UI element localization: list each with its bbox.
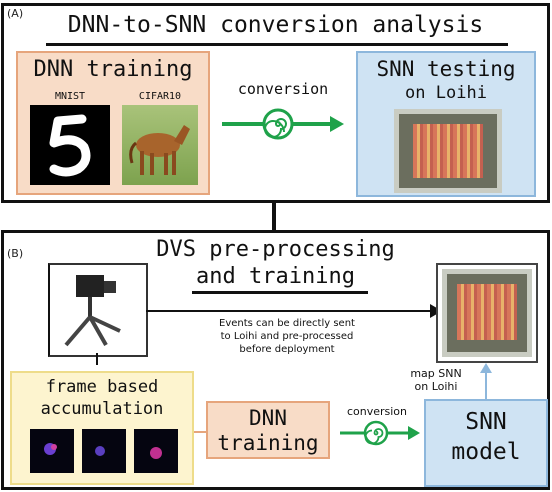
panel-b-title-line2: and training [196, 264, 355, 289]
map-snn-label-line1: map SNN [410, 367, 462, 380]
camera-down-line [96, 353, 98, 365]
map-snn-label-line2: on Loihi [414, 380, 458, 393]
dnn-training-box: DNN training MNIST CIFAR10 [16, 51, 210, 195]
snn-model-line2: model [451, 439, 521, 465]
frame-accumulation-line2: accumulation [40, 399, 164, 419]
map-snn-up-line [485, 369, 487, 399]
snn-model-line1: SNN [465, 409, 507, 435]
panel-a-label: (A) [7, 7, 24, 20]
mnist-label: MNIST [54, 91, 86, 102]
frame-accumulation-box: frame based accumulation [10, 371, 194, 485]
conversion-arrow-b [340, 420, 420, 446]
snn-testing-title-line1: SNN testing [376, 57, 516, 81]
dnn-training-b-line2: training [217, 431, 319, 455]
conversion-label-a: conversion [237, 80, 329, 98]
panel-a-title-underline [46, 43, 508, 46]
dnn-training-b-line1: DNN [249, 406, 287, 430]
dvs-frame-1 [30, 429, 74, 473]
cifar-label: CIFAR10 [138, 91, 182, 102]
frame-accumulation-line1: frame based [45, 377, 159, 397]
loihi-chip-b-frame [436, 263, 538, 363]
dnn-training-title: DNN training [33, 57, 193, 82]
frame-to-dnn-line [194, 431, 206, 433]
cifar-horse-image [122, 105, 198, 185]
map-snn-arrowhead [480, 363, 492, 373]
events-text-line2: to Loihi and pre-processed [220, 331, 354, 342]
snn-testing-title-line2: on Loihi [405, 83, 487, 103]
loihi-chip-image [394, 109, 502, 193]
snn-model-box: SNN model [424, 399, 548, 487]
events-direct-line [146, 310, 434, 312]
panel-b: (B) DVS pre-processing and training Even… [1, 230, 550, 490]
conversion-arrow-a [222, 108, 344, 140]
conversion-label-b: conversion [346, 405, 408, 418]
mnist-digit-image [30, 105, 110, 185]
panel-a: (A) DNN-to-SNN conversion analysis DNN t… [1, 3, 550, 203]
events-text-line3: before deployment [239, 344, 335, 355]
dvs-camera-image [48, 263, 148, 357]
panel-b-title-line1: DVS pre-processing [156, 237, 395, 262]
panel-b-label: (B) [7, 247, 24, 260]
events-text-line1: Events can be directly sent [219, 318, 355, 329]
snn-testing-box: SNN testing on Loihi [356, 51, 536, 197]
dvs-frame-3 [134, 429, 178, 473]
dnn-training-box-b: DNN training [206, 401, 330, 459]
panel-a-title: DNN-to-SNN conversion analysis [67, 12, 484, 38]
panel-connector [272, 201, 276, 231]
panel-b-title-underline [192, 291, 368, 294]
dvs-frame-2 [82, 429, 126, 473]
